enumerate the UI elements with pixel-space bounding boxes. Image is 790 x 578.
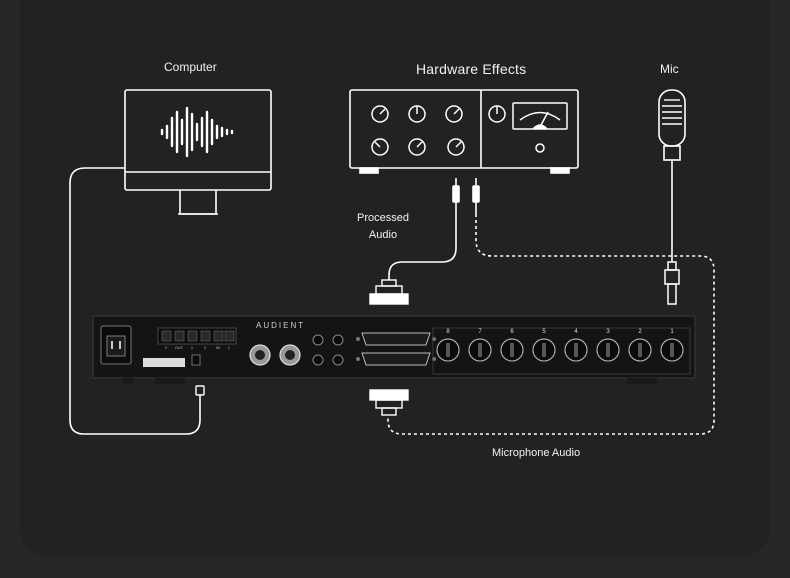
waveform-icon	[160, 106, 234, 158]
optical-label: 1	[228, 345, 231, 350]
hardware-effects-unit	[349, 89, 579, 174]
computer-usb-cable	[69, 167, 201, 435]
optical-label: 2	[165, 345, 168, 350]
channel-number: 6	[510, 329, 514, 335]
send-dashed-cable	[387, 214, 715, 435]
xlr-plug-icon	[664, 261, 680, 305]
processed-audio-line2: Audio	[368, 229, 398, 241]
channel-number: 3	[606, 329, 610, 335]
optical-label: 2	[204, 345, 207, 350]
optical-port-labels: 2 OUT 1 2 IN 1	[165, 345, 231, 350]
usb-plug-icon	[195, 385, 205, 396]
optical-label: IN	[216, 345, 220, 350]
hardware-effects-label: Hardware Effects	[416, 61, 527, 77]
jack-plug-left-icon	[452, 178, 460, 214]
jack-plug-right-icon	[472, 178, 480, 214]
microphone-audio-label: Microphone Audio	[492, 447, 581, 459]
microphone-icon	[658, 89, 686, 172]
channel-number: 7	[478, 329, 482, 335]
processed-audio-line1: Processed	[357, 212, 409, 224]
db25-connector-top-icon	[369, 279, 409, 305]
optical-label: OUT	[175, 345, 184, 350]
db25-connector-bottom-icon	[369, 389, 409, 416]
vu-meter-icon	[512, 102, 568, 130]
computer-label: Computer	[164, 60, 217, 74]
processed-audio-cable	[388, 214, 457, 280]
channel-number: 4	[574, 329, 578, 335]
channel-numbers: 8 7 6 5 4 3 2 1	[446, 329, 674, 335]
channel-number: 2	[638, 329, 642, 335]
audio-interface: 8 7 6 5 4 3 2 1 2 OUT 1 2 IN 1	[92, 315, 696, 384]
optical-label: 1	[191, 345, 194, 350]
background-panel	[20, 0, 770, 556]
computer-monitor-icon	[124, 89, 272, 215]
channel-number: 1	[670, 329, 674, 335]
mic-label: Mic	[660, 62, 679, 76]
processed-audio-label: Processed Audio	[357, 210, 409, 244]
channel-number: 8	[446, 329, 450, 335]
brand-label: AUDIENT	[256, 321, 306, 330]
channel-number: 5	[542, 329, 546, 335]
knob-icons	[371, 105, 545, 156]
